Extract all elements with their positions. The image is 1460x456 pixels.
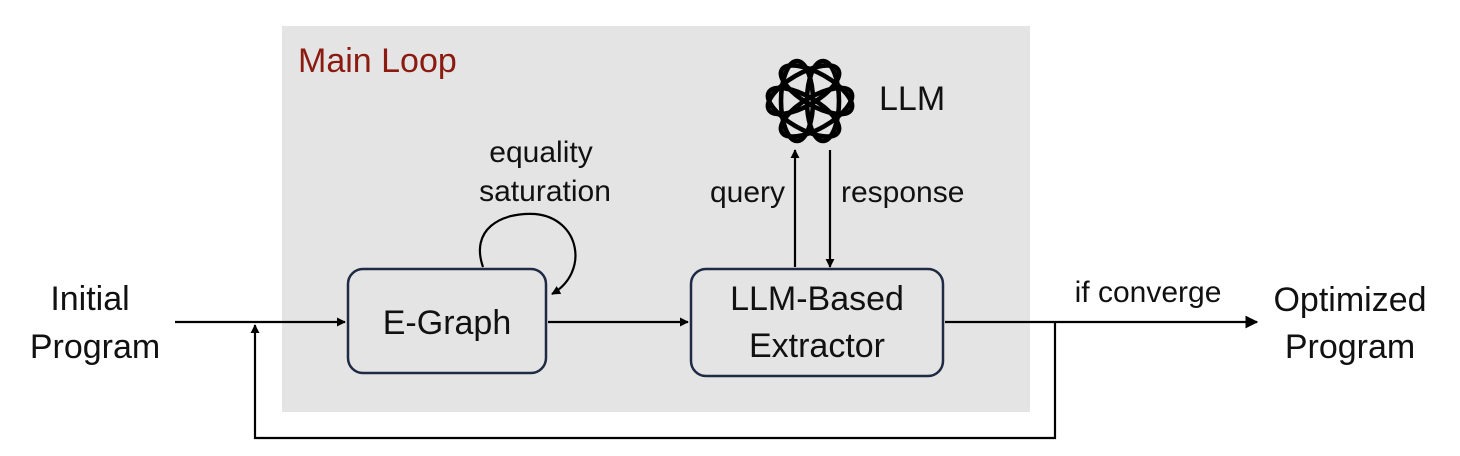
output-label-line2: Program <box>1285 328 1415 366</box>
egraph-node[interactable]: E-Graph <box>346 267 548 375</box>
output-label-line1: Optimized <box>1273 281 1426 319</box>
feedback-loop-arrow <box>250 322 1057 440</box>
egraph-label: E-Graph <box>383 304 512 342</box>
llm-label: LLM <box>879 80 945 118</box>
main-loop-title: Main Loop <box>298 42 457 80</box>
input-label-line2: Program <box>30 328 160 366</box>
extractor-node[interactable]: LLM-Based Extractor <box>689 267 945 378</box>
input-label-line1: Initial <box>50 280 129 318</box>
extractor-label-line2: Extractor <box>749 327 885 365</box>
equality-saturation-label-line1: equality <box>489 136 592 169</box>
equality-saturation-loop <box>478 212 577 295</box>
equality-saturation-label-line2: saturation <box>479 175 611 208</box>
extractor-label-line1: LLM-Based <box>730 280 904 318</box>
converge-label: if converge <box>1075 276 1222 309</box>
query-label: query <box>710 176 785 209</box>
response-label: response <box>841 176 964 209</box>
